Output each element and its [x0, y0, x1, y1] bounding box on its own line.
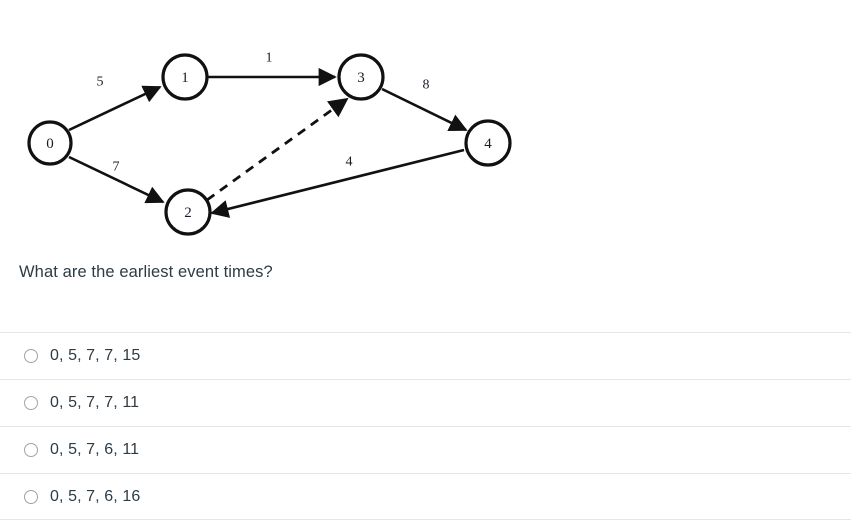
- graph-node-3-label: 3: [357, 70, 365, 86]
- graph-node-0: [27, 120, 73, 166]
- graph-svg: 0 1 2 3 4 5 7 1 8 4: [27, 51, 512, 236]
- edge-weight-0-2: 7: [113, 160, 120, 175]
- answer-option-3-label: 0, 5, 7, 6, 11: [50, 441, 140, 458]
- answer-option-2-label: 0, 5, 7, 7, 11: [50, 394, 140, 411]
- edge-3-to-4: [381, 87, 468, 132]
- radio-button-icon-3[interactable]: [24, 443, 38, 457]
- answer-option-4-label: 0, 5, 7, 6, 16: [50, 487, 141, 505]
- edge-weight-0-1: 5: [97, 75, 104, 90]
- edge-2-to-3-dashed: [206, 97, 349, 202]
- edge-0-to-2: [68, 155, 165, 204]
- answer-option-1-label: 0, 5, 7, 7, 15: [50, 347, 141, 364]
- answer-option-4[interactable]: 0, 5, 7, 6, 16: [0, 473, 851, 520]
- graph-node-2-label: 2: [184, 205, 192, 221]
- answer-option-1[interactable]: 0, 5, 7, 7, 15: [0, 332, 851, 379]
- graph-node-0-label: 0: [46, 136, 54, 152]
- graph-node-1: [161, 53, 209, 101]
- answer-option-2[interactable]: 0, 5, 7, 7, 11: [0, 379, 851, 426]
- edge-4-to-2: [210, 148, 465, 218]
- edge-weight-4-2: 4: [346, 155, 353, 170]
- graph-node-4: [464, 119, 512, 167]
- question-text: What are the earliest event times?: [19, 263, 273, 281]
- radio-button-icon-2[interactable]: [24, 396, 38, 410]
- edge-weight-1-3: 1: [266, 51, 273, 66]
- graph-node-1-label: 1: [181, 70, 189, 86]
- graph-node-3: [337, 53, 385, 101]
- radio-button-icon-4[interactable]: [24, 489, 38, 504]
- graph-diagram: 0 1 2 3 4 5 7 1 8 4: [0, 0, 560, 250]
- answer-option-3[interactable]: 0, 5, 7, 6, 11: [0, 426, 851, 473]
- edge-0-to-1: [68, 85, 162, 132]
- answer-options-list: 0, 5, 7, 7, 15 0, 5, 7, 7, 11 0, 5, 7, 6…: [0, 332, 851, 520]
- graph-node-2: [164, 188, 212, 236]
- radio-button-icon-1[interactable]: [24, 349, 38, 363]
- graph-node-4-label: 4: [484, 136, 492, 152]
- edge-weight-3-4: 8: [423, 78, 430, 93]
